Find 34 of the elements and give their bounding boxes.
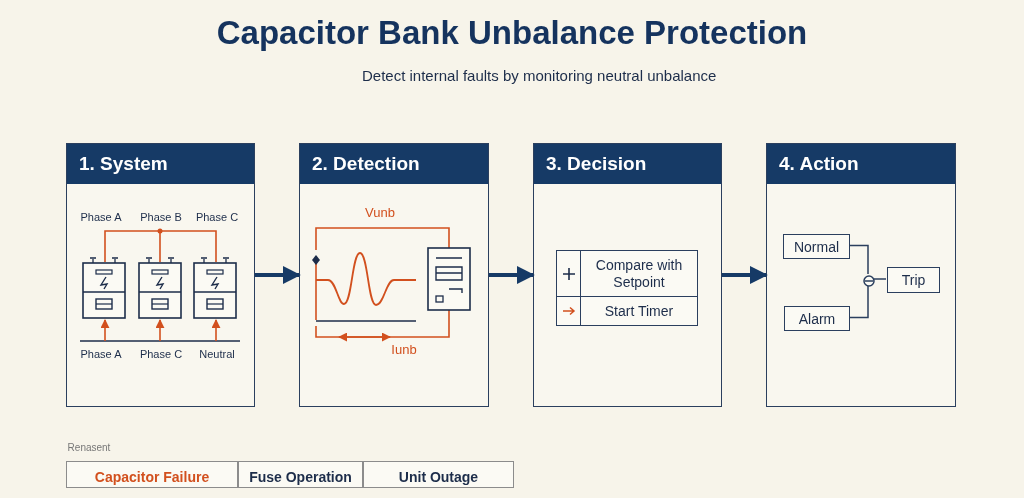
- flow-arrow: [489, 266, 535, 284]
- connector-line: [848, 285, 869, 319]
- phase-label: Phase A: [80, 211, 122, 224]
- phase-label: Phase A: [80, 348, 122, 361]
- connector-line: [873, 278, 887, 280]
- table-cell: Fuse Operation: [238, 461, 363, 488]
- table-cell: Capacitor Failure: [66, 461, 238, 488]
- flow-arrow: [722, 266, 768, 284]
- row-text: Start Timer: [603, 301, 675, 321]
- panel-heading: 1. System: [67, 144, 254, 184]
- phase-label: Phase B: [140, 211, 182, 224]
- stage-panel: [533, 143, 722, 407]
- table-row: [556, 250, 698, 297]
- table-cell: Unit Outage: [363, 461, 514, 488]
- connector-line: [848, 244, 869, 275]
- stage-panel: [299, 143, 489, 407]
- phase-label: Phase C: [139, 348, 183, 361]
- table-row: [556, 297, 698, 326]
- subtitle: Detect internal faults by monitoring neutral unbalance: [362, 67, 717, 84]
- stage-panel: [766, 143, 956, 407]
- signal-label: Vunb: [365, 205, 395, 221]
- title: Capacitor Bank Unbalance Protection: [215, 14, 809, 52]
- phase-label: Neutral: [199, 348, 235, 361]
- flow-arrow: [255, 266, 301, 284]
- panel-heading: 3. Decision: [534, 144, 721, 184]
- panel-heading: 2. Detection: [300, 144, 488, 184]
- state-box: Normal: [783, 234, 850, 259]
- legend-heading: Renasent: [67, 442, 111, 453]
- phase-label: Phase C: [195, 211, 239, 224]
- row-text: Compare with Setpoint: [594, 256, 684, 292]
- state-box: Trip: [887, 267, 940, 293]
- signal-label: Iunb: [391, 342, 417, 358]
- panel-heading: 4. Action: [767, 144, 955, 184]
- state-box: Alarm: [784, 306, 850, 331]
